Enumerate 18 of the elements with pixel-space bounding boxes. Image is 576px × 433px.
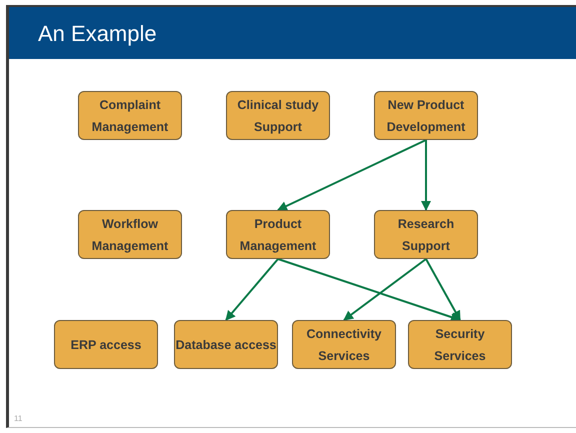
process-box: Research Support: [374, 210, 478, 259]
process-box: Clinical study Support: [226, 91, 330, 140]
slide-title: An Example: [38, 21, 157, 47]
process-box: Complaint Management: [78, 91, 182, 140]
process-box: Security Services: [408, 320, 512, 369]
arrow: [421, 140, 431, 211]
process-box: Connectivity Services: [292, 320, 396, 369]
arrow: [278, 258, 461, 322]
arrow: [277, 139, 426, 211]
arrow: [225, 258, 279, 321]
arrow: [425, 258, 461, 321]
page-number: 11: [14, 414, 22, 423]
process-box: ERP access: [54, 320, 158, 369]
arrow: [343, 258, 427, 321]
process-box: Product Management: [226, 210, 330, 259]
process-box: Database access: [174, 320, 278, 369]
process-box: Workflow Management: [78, 210, 182, 259]
process-box: New Product Development: [374, 91, 478, 140]
